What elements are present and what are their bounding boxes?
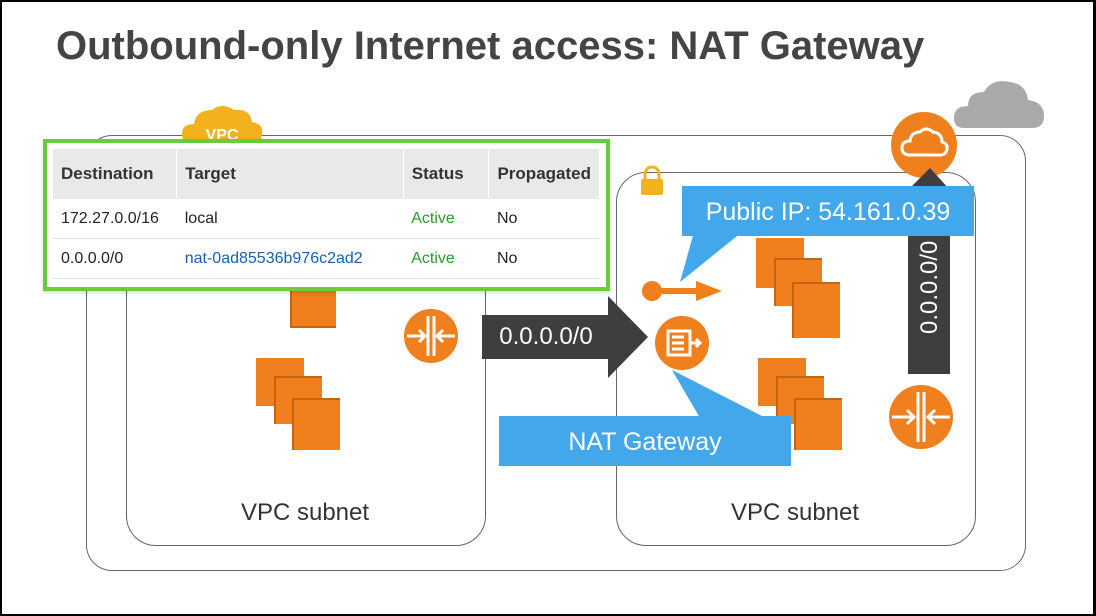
target-cell: local <box>176 199 404 239</box>
target-link[interactable]: nat-0ad85536b976c2ad2 <box>176 238 404 279</box>
table-row[interactable]: 172.27.0.0/16 local Active No <box>53 199 600 239</box>
nat-gateway-icon <box>655 316 709 370</box>
left-subnet-label: VPC subnet <box>240 499 370 526</box>
right-subnet-label: VPC subnet <box>730 499 860 526</box>
route-table-header: Destination Target Status Propagated <box>53 149 600 199</box>
propagated-cell: No <box>488 238 600 279</box>
route-arrow <box>482 296 648 378</box>
ec2-instances-icon <box>756 238 840 338</box>
status-column-header[interactable]: Status <box>403 149 490 199</box>
table-row[interactable]: 0.0.0.0/0 nat-0ad85536b976c2ad2 Active N… <box>53 238 600 279</box>
elastic-ip-icon <box>642 281 722 301</box>
internet-gateway-cloud-icon <box>891 112 957 178</box>
destination-cell: 0.0.0.0/0 <box>53 238 177 279</box>
slide-title: Outbound-only Internet access: NAT Gatew… <box>56 24 925 68</box>
target-column-header[interactable]: Target <box>176 149 404 199</box>
router-icon <box>404 309 458 363</box>
padlock-icon <box>641 165 663 195</box>
route-arrow-label: 0.0.0.0/0 <box>499 323 593 350</box>
propagated-column-header[interactable]: Propagated <box>488 149 600 199</box>
nat-gateway-callout: NAT Gateway <box>499 416 791 466</box>
status-cell: Active <box>403 238 489 279</box>
public-ip-callout: Public IP: 54.161.0.39 <box>682 186 974 236</box>
propagated-cell: No <box>488 199 600 239</box>
gray-cloud-icon <box>954 81 1044 128</box>
route-table: Destination Target Status Propagated 172… <box>43 139 610 291</box>
route-table-grid: Destination Target Status Propagated 172… <box>53 149 600 279</box>
status-cell: Active <box>403 199 489 239</box>
router-icon <box>889 385 953 449</box>
ec2-instances-icon <box>290 288 336 328</box>
nat-gateway-callout-tail <box>672 370 766 418</box>
ec2-instances-icon <box>256 358 340 450</box>
destination-cell: 172.27.0.0/16 <box>53 199 177 239</box>
vpc-boundary <box>86 135 1026 571</box>
public-ip-callout-tail <box>680 232 742 282</box>
destination-column-header[interactable]: Destination <box>53 149 178 199</box>
